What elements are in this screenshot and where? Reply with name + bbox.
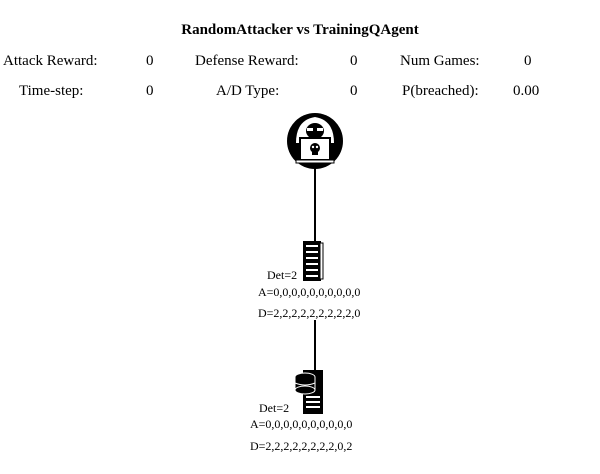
time-step-value: 0 (146, 83, 154, 99)
server-det-label: Det=2 (267, 268, 298, 282)
ad-type-value: 0 (350, 83, 358, 99)
server-icon (303, 241, 324, 281)
time-step-label: Time-step: (19, 83, 84, 99)
attack-reward-label: Attack Reward: (3, 53, 98, 69)
server-attack-values: A=0,0,0,0,0,0,0,0,0,0 (258, 285, 361, 299)
p-breached-value: 0.00 (513, 83, 540, 99)
data-attack-values: A=0,0,0,0,0,0,0,0,0,0 (250, 417, 353, 431)
data-det-label: Det=2 (259, 401, 290, 415)
defense-reward-label: Defense Reward: (195, 53, 299, 69)
hacker-icon (287, 113, 343, 169)
num-games-label: Num Games: (400, 53, 480, 69)
p-breached-label: P(breached): (402, 83, 479, 99)
defense-reward-value: 0 (350, 53, 358, 69)
game-title: RandomAttacker vs TrainingQAgent (181, 22, 419, 38)
server-defense-values: D=2,2,2,2,2,2,2,2,2,0 (258, 306, 361, 320)
database-server-icon (294, 370, 323, 414)
num-games-value: 0 (524, 53, 532, 69)
attack-reward-value: 0 (146, 53, 154, 69)
ad-type-label: A/D Type: (216, 83, 280, 99)
data-defense-values: D=2,2,2,2,2,2,2,2,0,2 (250, 439, 353, 453)
